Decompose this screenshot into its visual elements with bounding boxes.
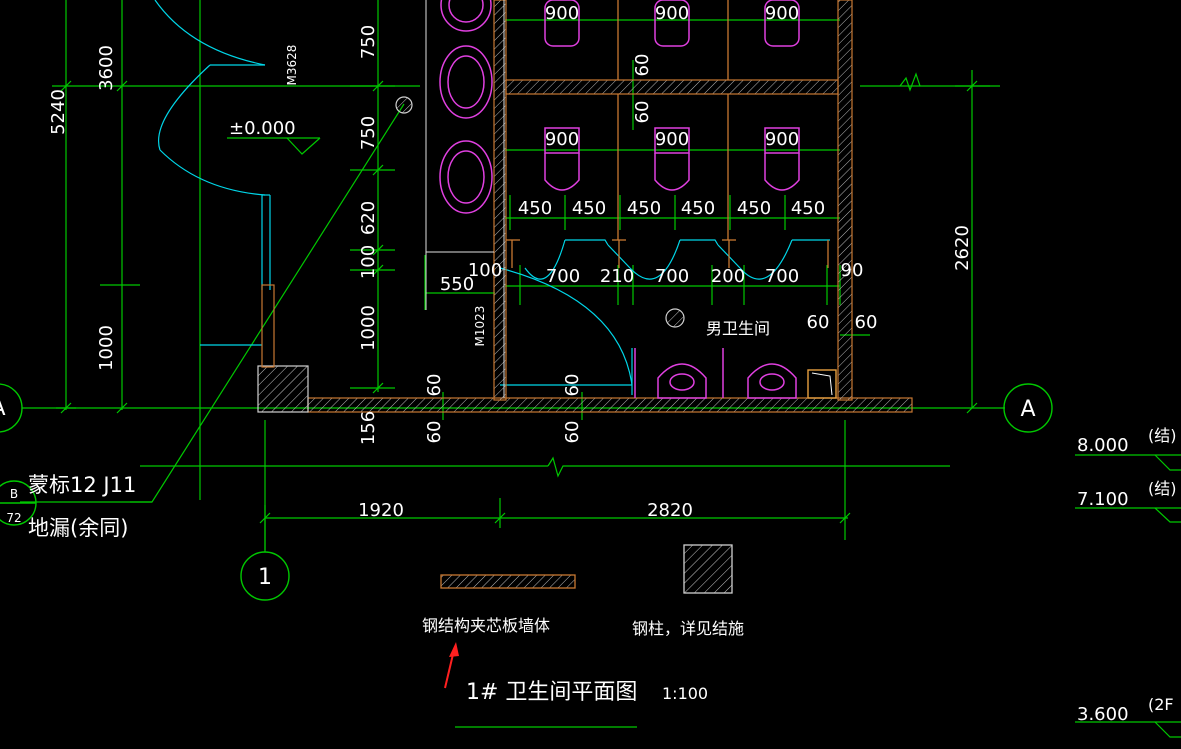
note-line-2: 地漏(余同)	[28, 516, 128, 540]
dim-60-d: 60	[562, 421, 583, 444]
dim-60-mid-top: 60	[632, 54, 653, 77]
dim-right-60-b: 60	[855, 312, 878, 333]
dim-door-200: 200	[711, 266, 745, 287]
dim-450-3: 450	[627, 198, 661, 219]
level-note-7100: (结)	[1148, 479, 1177, 498]
dim-900-mid-3: 900	[765, 129, 799, 150]
dim-2620: 2620	[952, 225, 973, 271]
level-value-7100: 7.100	[1077, 489, 1129, 510]
axis-bubble-a-right	[1003, 383, 1053, 433]
dim-100-v: 100	[358, 245, 379, 279]
dim-450-5: 450	[737, 198, 771, 219]
elevation-marker: ±0.000	[229, 118, 296, 139]
dim-750-b: 750	[358, 116, 379, 150]
note-line-1: 蒙标12 J11	[28, 473, 136, 497]
level-note-3600: (2F	[1148, 695, 1174, 714]
axis-bubble-1	[240, 551, 290, 601]
door-label-m1023: M1023	[473, 306, 487, 347]
dimension-lines	[20, 0, 1181, 738]
dim-900-mid-2: 900	[655, 129, 689, 150]
axis-label-1: 1	[258, 565, 272, 590]
dim-60-mid-bot: 60	[632, 101, 653, 124]
note-ref-top: B	[10, 487, 18, 501]
room-label: 男卫生间	[706, 319, 770, 338]
legend-column-swatch	[683, 544, 733, 594]
dim-900-mid-1: 900	[545, 129, 579, 150]
dim-5240: 5240	[48, 89, 69, 135]
red-arrow-icon	[444, 642, 459, 689]
axis-label-a-right: A	[1020, 397, 1035, 422]
dim-450-1: 450	[518, 198, 552, 219]
dim-door-210: 210	[600, 266, 634, 287]
dim-750-a: 750	[358, 25, 379, 59]
dim-right-60-a: 60	[807, 312, 830, 333]
drawing-title: 1# 卫生间平面图	[466, 680, 637, 705]
dim-620: 620	[358, 201, 379, 235]
dim-1920: 1920	[358, 500, 404, 521]
dim-3600: 3600	[96, 45, 117, 91]
legend-wall-label: 钢结构夹芯板墙体	[422, 616, 550, 635]
level-note-8000: (结)	[1148, 426, 1177, 445]
walls	[257, 0, 913, 413]
dim-2820: 2820	[647, 500, 693, 521]
level-value-8000: 8.000	[1077, 435, 1129, 456]
dim-door-90: 90	[841, 260, 864, 281]
dim-door-700-2: 700	[655, 266, 689, 287]
dim-door-700-1: 700	[546, 266, 580, 287]
axis-label-a-left: A	[0, 396, 6, 421]
door-label-m3628: M3628	[285, 45, 299, 86]
dim-door-100: 100	[468, 260, 502, 281]
dim-900-top-1: 900	[545, 3, 579, 24]
level-value-3600: 3.600	[1077, 704, 1129, 725]
dim-900-top-2: 900	[655, 3, 689, 24]
dim-1000-mid: 1000	[358, 305, 379, 351]
legend-wall-swatch	[440, 574, 576, 589]
fixtures	[439, 0, 800, 399]
note-ref-bottom: 72	[6, 511, 21, 525]
dim-550: 550	[440, 274, 474, 295]
dim-door-700-3: 700	[765, 266, 799, 287]
legend	[440, 544, 733, 594]
drawing-scale: 1:100	[662, 684, 708, 703]
dim-60-a: 60	[424, 374, 445, 397]
dim-450-2: 450	[572, 198, 606, 219]
dim-900-top-3: 900	[765, 3, 799, 24]
floor-drain-icon	[395, 96, 685, 328]
dim-1000-left: 1000	[96, 325, 117, 371]
dim-156: 156	[358, 411, 379, 445]
axis-bubble-a-left	[0, 383, 23, 433]
dim-60-c: 60	[562, 374, 583, 397]
dim-60-b: 60	[424, 421, 445, 444]
dim-450-6: 450	[791, 198, 825, 219]
dim-450-4: 450	[681, 198, 715, 219]
legend-column-label: 钢柱，详见结施	[632, 619, 744, 638]
